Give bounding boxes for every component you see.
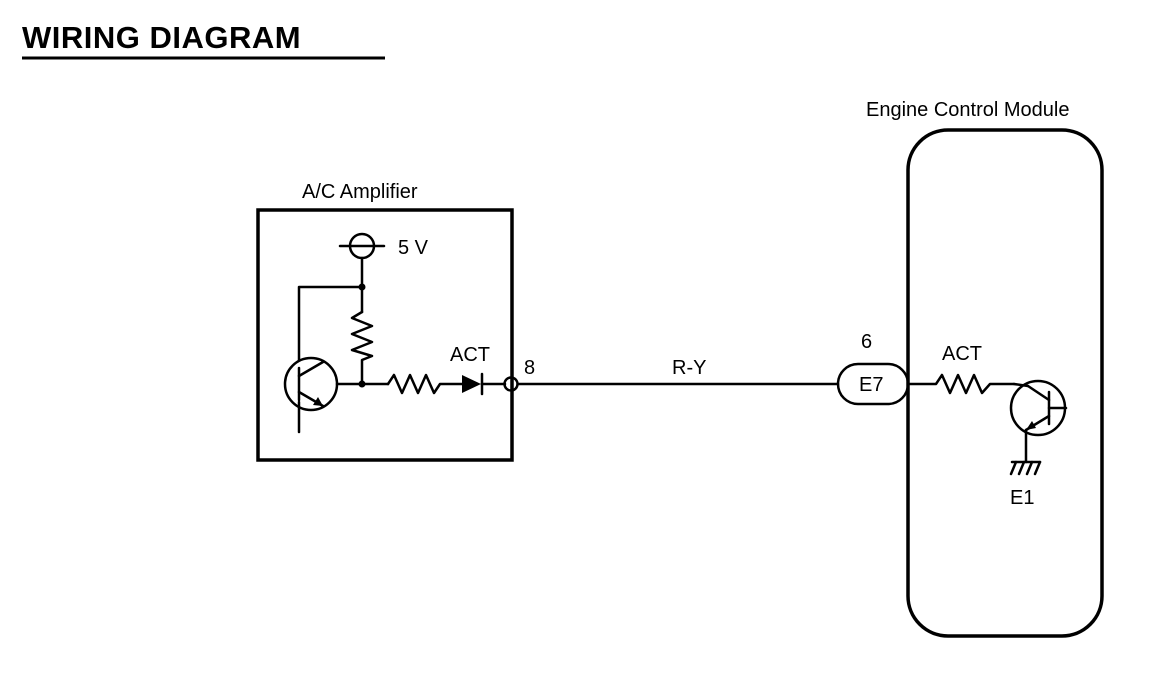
connector-pin-label: 6 — [861, 331, 872, 353]
ecm-act-label: ACT — [942, 343, 982, 365]
ac-amplifier-act-label: ACT — [450, 344, 490, 366]
ground-label: E1 — [1010, 487, 1034, 509]
ground-icon — [1009, 460, 1042, 476]
ac-amplifier-transistor — [283, 356, 364, 434]
pullup-resistor — [350, 310, 374, 386]
series-resistor — [386, 373, 464, 395]
ecm-label: Engine Control Module — [866, 99, 1069, 121]
ac-amplifier-box — [256, 208, 514, 462]
ecm-resistor — [906, 373, 1016, 395]
ac-amplifier-label: A/C Amplifier — [302, 181, 418, 203]
ecm-transistor — [1009, 379, 1068, 464]
supply-5v-symbol — [338, 232, 386, 260]
pin-8-label: 8 — [524, 357, 535, 379]
act-diode — [462, 372, 507, 396]
collector-wire — [297, 285, 364, 362]
supply-voltage-label: 5 V — [398, 237, 429, 259]
page-title: WIRING DIAGRAM — [22, 20, 301, 55]
connector-name: E7 — [859, 374, 883, 396]
wire-color-label: R-Y — [672, 357, 706, 379]
